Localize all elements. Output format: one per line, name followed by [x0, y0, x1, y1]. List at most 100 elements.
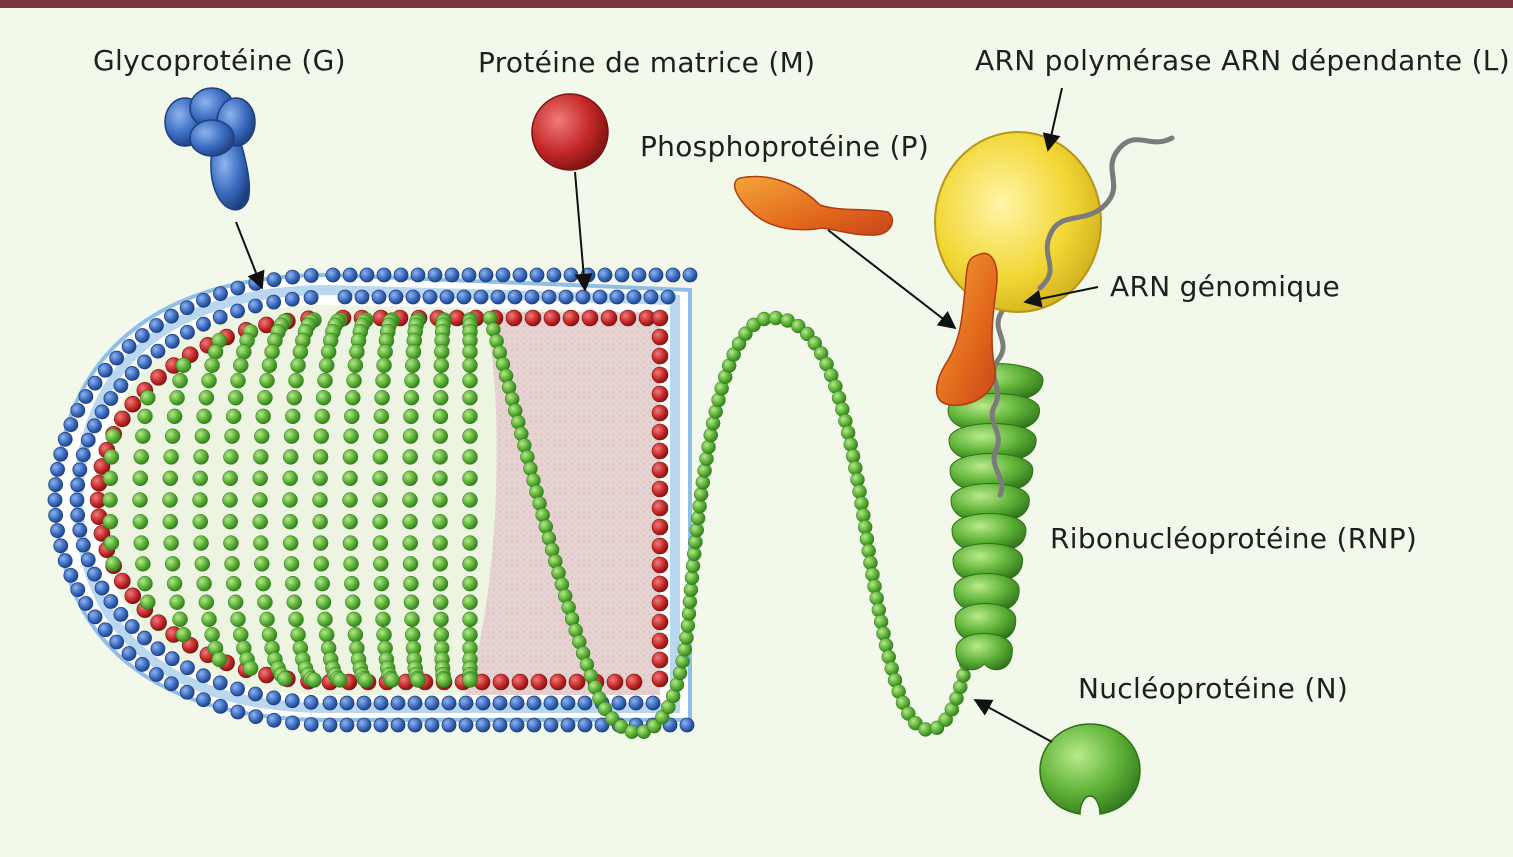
nucleocapsid-bead: [432, 575, 449, 592]
nucleocapsid-bead: [403, 389, 420, 406]
nucleocapsid-bead: [175, 357, 192, 374]
arrow-nucleoprotein: [973, 699, 1053, 743]
nucleocapsid-bead: [253, 535, 269, 551]
lipid-head: [575, 289, 591, 305]
lipid-head: [427, 267, 443, 283]
lipid-head: [648, 267, 664, 283]
strand-bead: [871, 602, 887, 618]
nucleocapsid-bead: [166, 408, 183, 425]
lipid-head: [390, 695, 406, 711]
lipid-head: [543, 695, 559, 711]
lipid-head: [78, 389, 94, 404]
nucleocapsid-bead: [432, 449, 448, 465]
nucleocapsid-bead: [172, 372, 188, 389]
nucleocapsid-bead: [193, 535, 209, 551]
nucleocapsid-bead: [433, 357, 450, 374]
nucleocapsid-bead: [312, 535, 329, 551]
nucleocapsid-bead: [433, 344, 450, 360]
matrix-protein-m: [531, 93, 609, 171]
nucleocapsid-bead: [377, 344, 393, 360]
lipid-head: [322, 695, 338, 711]
nucleocapsid-bead: [306, 672, 322, 688]
lipid-head: [137, 354, 152, 370]
nucleocapsid-bead: [198, 389, 215, 406]
nucleocapsid-bead: [410, 672, 426, 688]
lipid-head: [72, 462, 88, 478]
lipid-head: [509, 695, 525, 711]
lipid-head: [248, 709, 264, 725]
nucleocapsid-bead: [224, 428, 240, 444]
lipid-head: [75, 537, 91, 553]
lipid-head: [121, 646, 137, 661]
nucleocapsid-bead: [404, 626, 421, 643]
nucleocapsid-bead: [318, 357, 335, 374]
label-genomic-rna: ARN génomique: [1110, 270, 1341, 303]
nucleocapsid-bead: [462, 357, 478, 374]
nucleocapsid-bead: [102, 470, 119, 487]
lipid-head: [212, 309, 228, 325]
matrix-bead: [524, 309, 542, 327]
lipid-head: [682, 267, 698, 283]
lipid-head: [303, 290, 319, 305]
matrix-bead: [651, 575, 669, 593]
lipid-head: [609, 289, 625, 305]
nucleocapsid-bead: [227, 594, 244, 611]
lipid-head: [72, 522, 88, 538]
phosphoprotein-free: [734, 175, 894, 236]
nucleocapsid-bead: [376, 626, 392, 643]
lipid-head: [526, 717, 542, 733]
nucleocapsid-bead: [223, 535, 239, 551]
lipid-head: [113, 606, 129, 622]
nucleocapsid-bead: [347, 357, 364, 374]
nucleocapsid-bead: [433, 626, 450, 643]
nucleocapsid-bead: [261, 626, 278, 643]
lipid-head: [645, 695, 661, 711]
nucleocapsid-bead: [372, 470, 388, 487]
lipid-head: [560, 717, 576, 733]
nucleocapsid-bead: [140, 594, 156, 611]
lipid-head: [285, 269, 300, 285]
lipid-head: [87, 375, 103, 391]
nucleocapsid-bead: [462, 575, 478, 592]
lipid-head: [354, 289, 370, 305]
lipid-head: [109, 634, 125, 650]
nucleocapsid-bead: [284, 575, 301, 592]
matrix-bead: [651, 309, 669, 327]
nucleocapsid-bead: [133, 535, 150, 551]
nucleocapsid-bead: [225, 575, 242, 592]
nucleocapsid-bead: [402, 535, 418, 551]
nucleocapsid-bead: [196, 408, 212, 425]
nucleocapsid-bead: [462, 408, 478, 425]
nucleocapsid-bead: [192, 513, 209, 530]
lipid-head: [230, 280, 246, 296]
nucleocapsid-bead: [236, 344, 252, 360]
nucleocapsid-bead: [312, 470, 328, 487]
nucleocapsid-strand: [482, 310, 993, 740]
lipid-head: [180, 324, 195, 340]
lipid-head: [53, 538, 69, 554]
lipid-head: [63, 417, 79, 433]
nucleocapsid-bead: [402, 428, 419, 444]
lipid-head: [475, 695, 491, 711]
nucleocapsid-bead: [264, 344, 280, 360]
nucleocapsid-bead: [102, 492, 118, 508]
nucleocapsid-bead: [373, 575, 390, 592]
nucleocapsid-bead: [105, 428, 121, 444]
nucleocapsid-bead: [402, 556, 419, 572]
nucleocapsid-bead: [315, 594, 332, 611]
lipid-head: [134, 328, 150, 343]
matrix-bead: [124, 587, 142, 605]
matrix-bead: [568, 673, 586, 691]
rnp-stack: [946, 363, 1044, 671]
matrix-bead: [651, 537, 669, 555]
lipid-head: [103, 594, 119, 609]
phosphoprotein-bound: [935, 252, 998, 406]
matrix-protein-layer: [89, 309, 669, 691]
lipid-head: [461, 267, 477, 283]
nucleocapsid-bead: [345, 389, 361, 406]
nucleocapsid-bead: [193, 449, 209, 465]
lipid-head: [149, 667, 164, 682]
nucleocapsid-bead: [102, 513, 119, 530]
nucleocapsid-bead: [462, 372, 478, 389]
